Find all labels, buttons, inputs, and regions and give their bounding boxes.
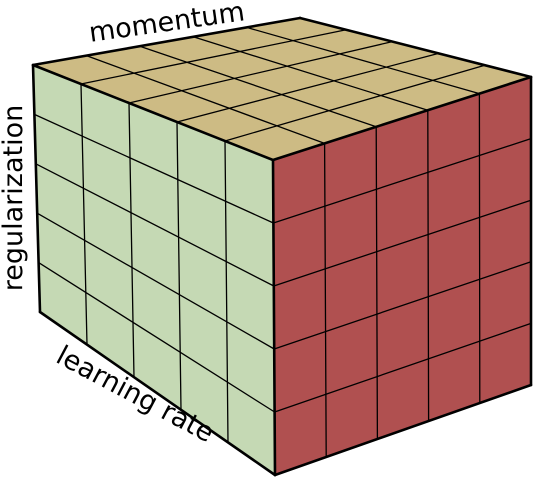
right-face-grid-line xyxy=(375,126,379,440)
edge-line xyxy=(31,16,302,67)
cube-faces xyxy=(33,18,531,475)
edge-line xyxy=(273,383,533,477)
edge-line xyxy=(31,63,275,162)
top-face-grid-line xyxy=(224,64,486,142)
edge-line xyxy=(271,75,533,162)
top-face-grid-line xyxy=(192,36,429,111)
top-face-grid-line xyxy=(139,45,377,128)
left-face-grid-line xyxy=(37,261,276,413)
right-face xyxy=(273,77,531,475)
top-face-grid-line xyxy=(176,52,440,123)
left-face-grid-line xyxy=(36,212,275,350)
left-face-grid-line xyxy=(176,121,182,411)
right-face-grid-line xyxy=(273,199,532,287)
cube-edges xyxy=(31,16,533,477)
left-face-grid-line xyxy=(128,102,135,378)
right-face-grid-line xyxy=(427,109,430,422)
right-face-grid-line xyxy=(273,261,532,350)
cube-grid-lines xyxy=(33,26,532,458)
top-face-grid-line xyxy=(85,54,326,145)
edge-line xyxy=(38,310,277,477)
right-face-grid-line xyxy=(273,322,532,413)
top-face-grid-line xyxy=(80,29,347,85)
top-face-grid-line xyxy=(245,26,481,95)
left-face-grid-line xyxy=(224,140,229,444)
left-face-grid-line xyxy=(33,113,275,224)
edge-line xyxy=(271,158,277,477)
left-face-grid-line xyxy=(35,163,275,287)
edge-line xyxy=(31,63,42,314)
right-face-grid-line xyxy=(323,142,327,458)
right-face-grid-line xyxy=(272,137,532,224)
left-face xyxy=(33,65,275,475)
left-face-grid-line xyxy=(80,83,88,346)
edge-line xyxy=(298,16,533,79)
top-face-grid-line xyxy=(128,40,394,104)
top-face xyxy=(33,18,531,160)
axis-label-regularization: regularization xyxy=(0,105,29,291)
